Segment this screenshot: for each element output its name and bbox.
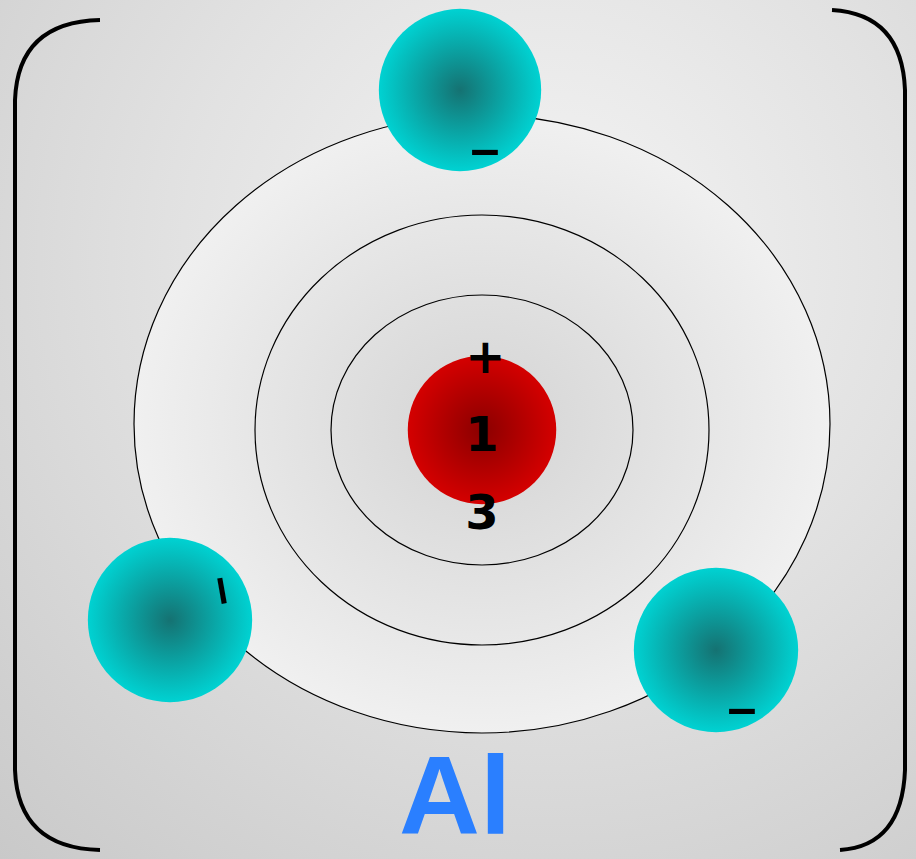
electron-charge: – [728, 681, 757, 733]
inner-shell [331, 295, 633, 565]
electron-charge: – [471, 122, 500, 174]
electron-circle [378, 8, 542, 172]
electron-circle [87, 537, 253, 703]
right-bracket [832, 10, 905, 850]
nuclear-charge: +13 [465, 317, 499, 551]
nucleus: +13 [407, 355, 557, 505]
electron: – [633, 567, 799, 733]
electron: – [378, 8, 542, 172]
electron-circle [633, 567, 799, 733]
middle-shell [255, 215, 709, 645]
left-bracket [15, 20, 100, 850]
element-symbol: Al [399, 740, 511, 852]
label-holder: Al [399, 740, 511, 852]
electron: – [87, 537, 253, 703]
